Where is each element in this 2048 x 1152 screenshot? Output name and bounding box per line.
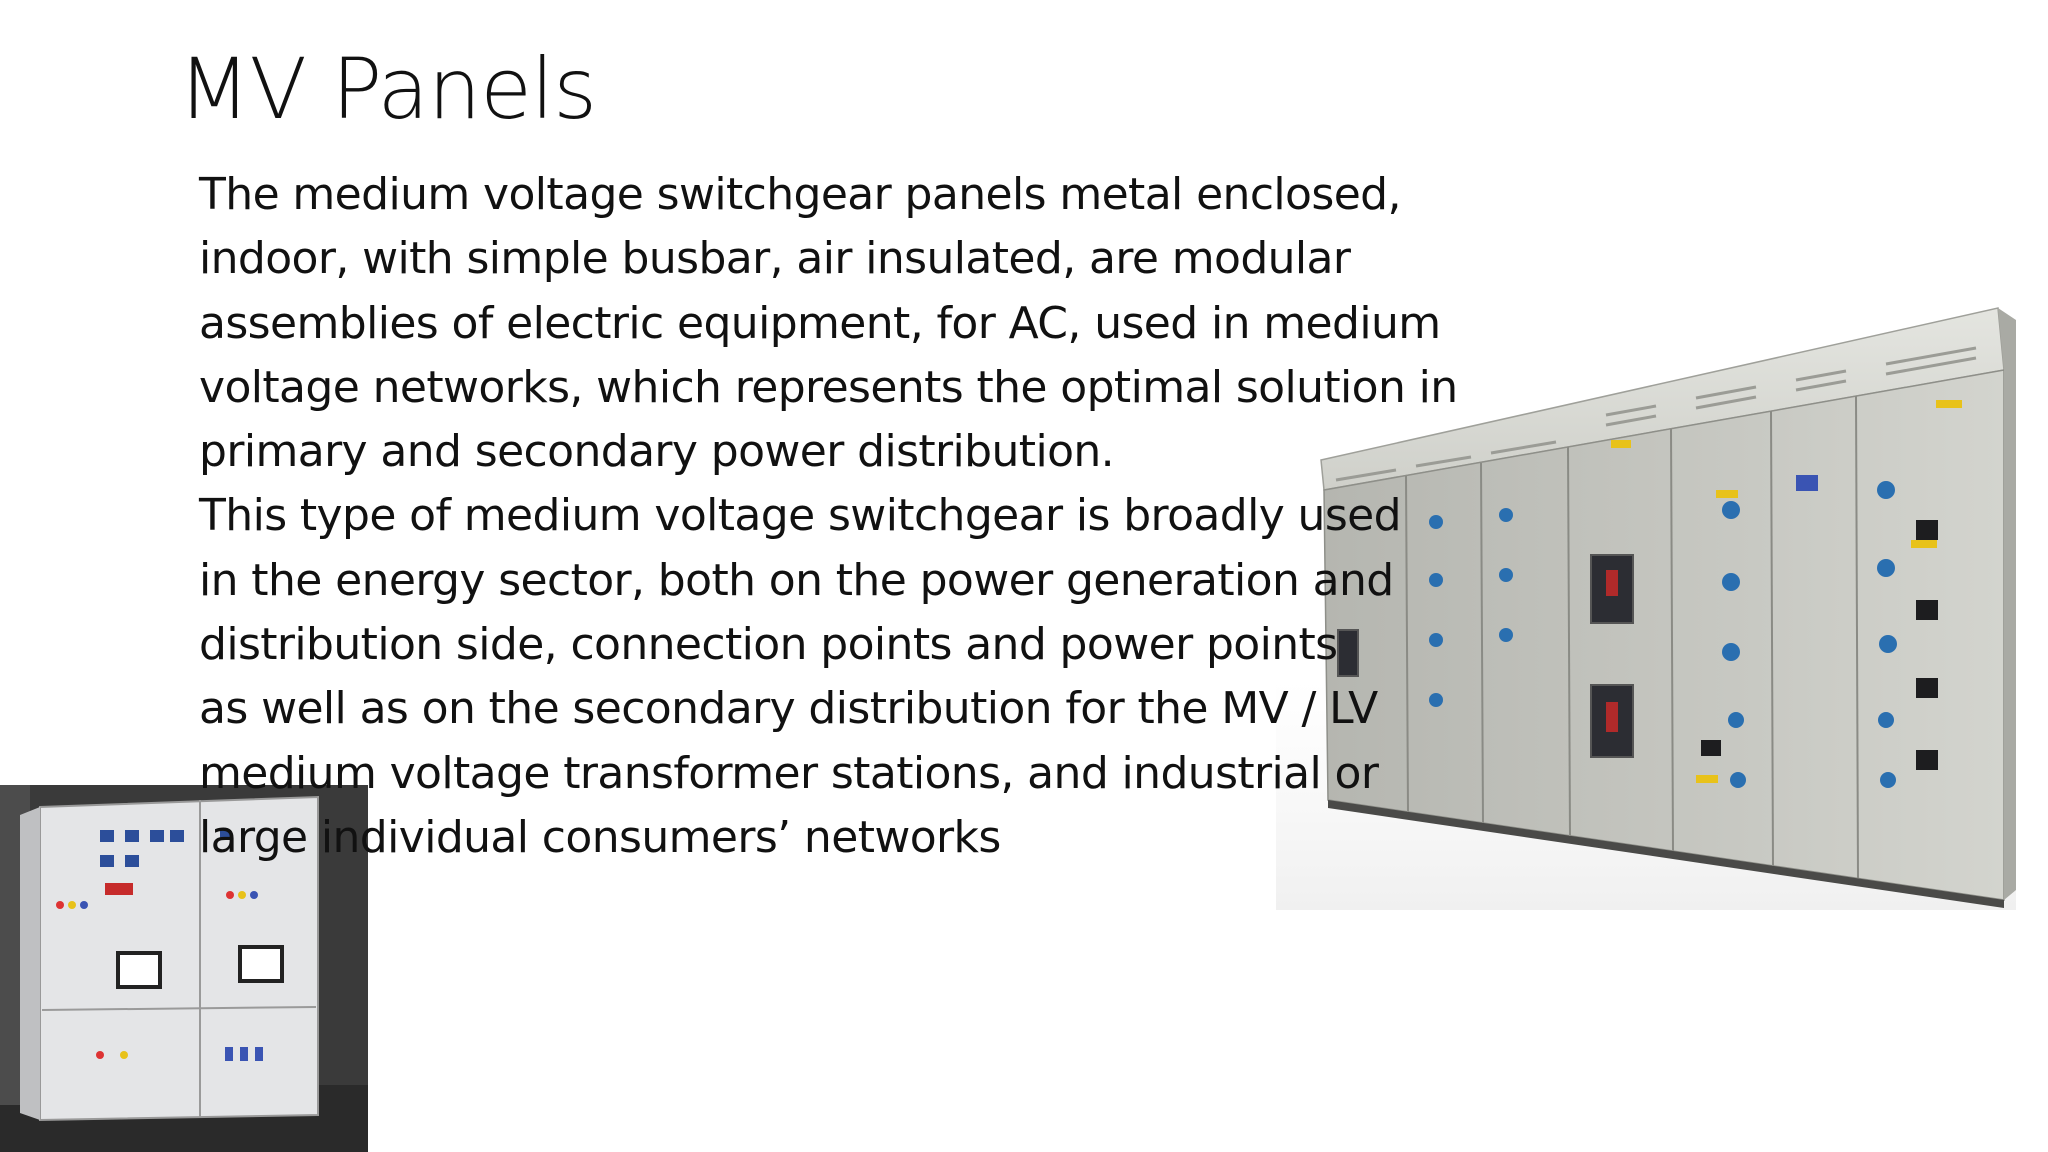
body-line: as well as on the secondary distribution… <box>199 683 1378 735</box>
body-line: in the energy sector, both on the power … <box>199 554 1394 606</box>
body-line: The medium voltage switchgear panels met… <box>199 169 1401 220</box>
control-panel-cabinet-image <box>0 785 368 1152</box>
body-line: primary and secondary power distribution… <box>199 426 1115 478</box>
body-line: This type of medium voltage switchgear i… <box>199 490 1402 542</box>
body-line: large individual consumers’ networks <box>199 811 1001 863</box>
body-paragraph: The medium voltage switchgear panels met… <box>199 163 1459 870</box>
switchgear-panel-lineup-image <box>1276 307 2016 910</box>
body-line: distribution side, connection points and… <box>199 619 1338 671</box>
body-line: indoor, with simple busbar, air insulate… <box>199 233 1351 285</box>
body-line: voltage networks, which represents the o… <box>199 361 1458 413</box>
body-line: medium voltage transformer stations, and… <box>199 747 1379 799</box>
body-line: assemblies of electric equipment, for AC… <box>199 297 1441 349</box>
slide-title: MV Panels <box>178 40 597 138</box>
